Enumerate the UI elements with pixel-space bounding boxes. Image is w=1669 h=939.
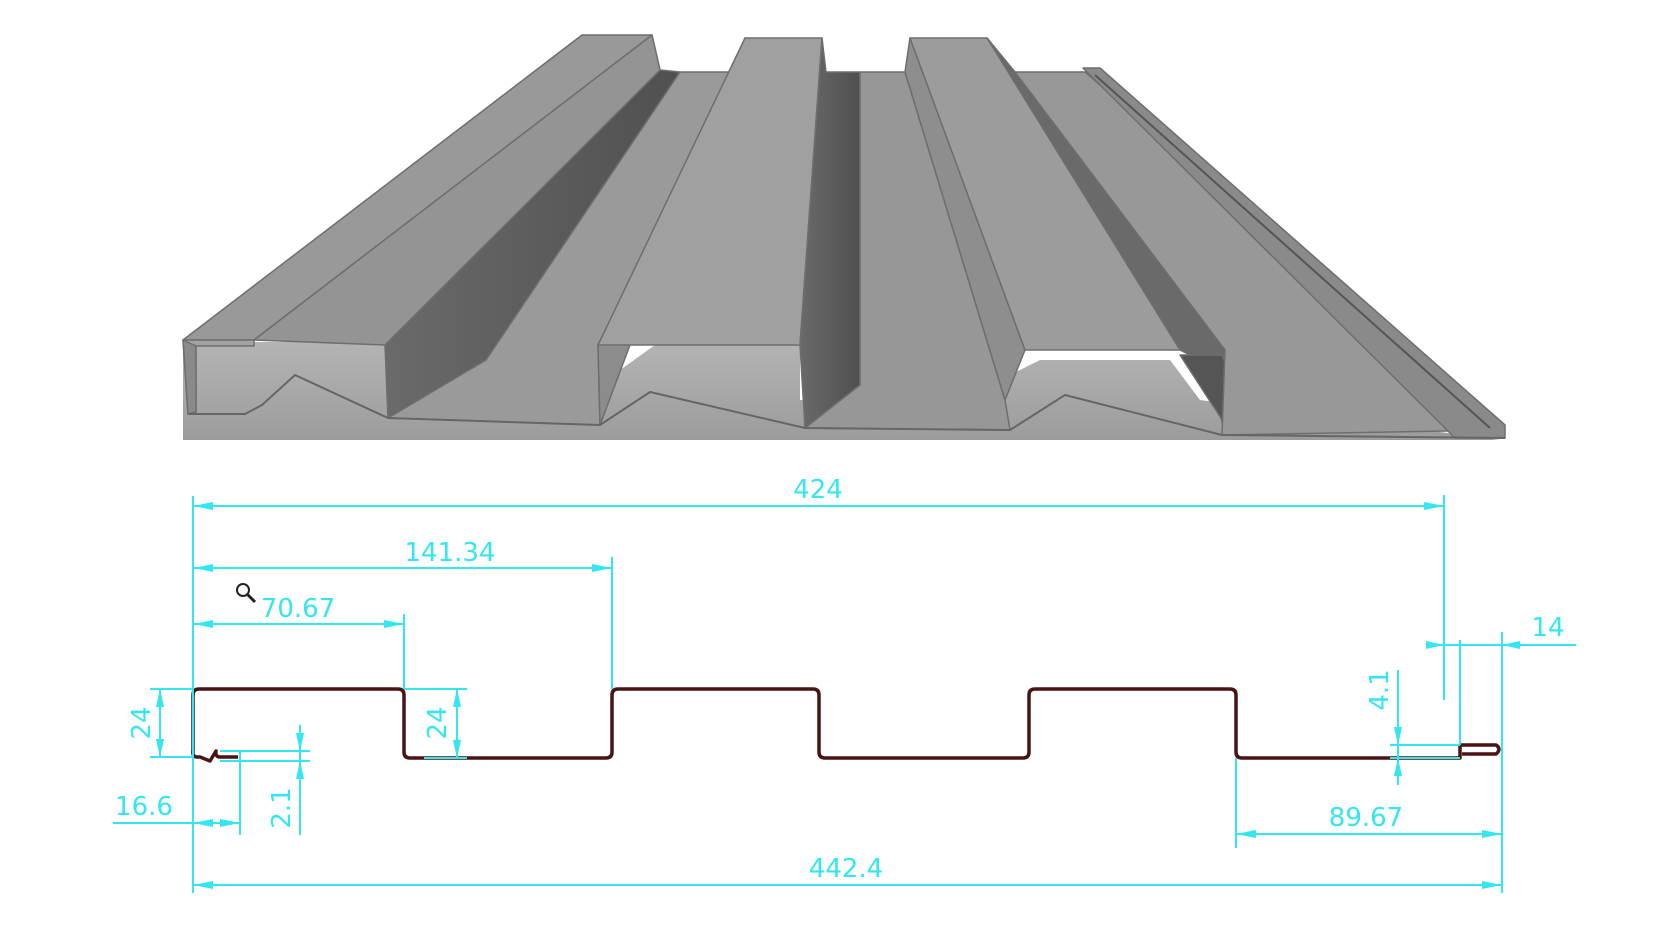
profile-line bbox=[191, 687, 1501, 763]
dim-lip-depth: 2.1 bbox=[267, 787, 297, 828]
rib-1-top-face bbox=[253, 34, 661, 346]
dim-end-segment: 89.67 bbox=[1329, 803, 1403, 833]
dim-overall-width: 442.4 bbox=[809, 854, 883, 884]
sheet-3d-render bbox=[182, 34, 1506, 440]
section-profile bbox=[191, 687, 1501, 763]
magnifier-icon[interactable] bbox=[236, 583, 257, 604]
dim-height-inner: 24 bbox=[423, 706, 453, 739]
dim-end-step: 4.1 bbox=[1365, 669, 1395, 710]
dim-double-pitch: 141.34 bbox=[405, 538, 496, 568]
sheet-bottom-edge bbox=[188, 374, 1506, 439]
dimension-lines bbox=[113, 495, 1576, 893]
dim-height-left: 24 bbox=[127, 706, 157, 739]
end-lip-crease bbox=[1094, 74, 1491, 429]
dim-pitch: 70.67 bbox=[261, 594, 335, 624]
dim-overall-cover: 424 bbox=[793, 475, 843, 505]
dimension-labels: 424 141.34 70.67 24 24 16.6 2.1 14 4.1 8… bbox=[115, 475, 1564, 884]
dim-lip-offset: 16.6 bbox=[115, 792, 173, 822]
dim-end-width: 14 bbox=[1531, 613, 1564, 643]
rib-1-left-wall bbox=[182, 339, 197, 415]
